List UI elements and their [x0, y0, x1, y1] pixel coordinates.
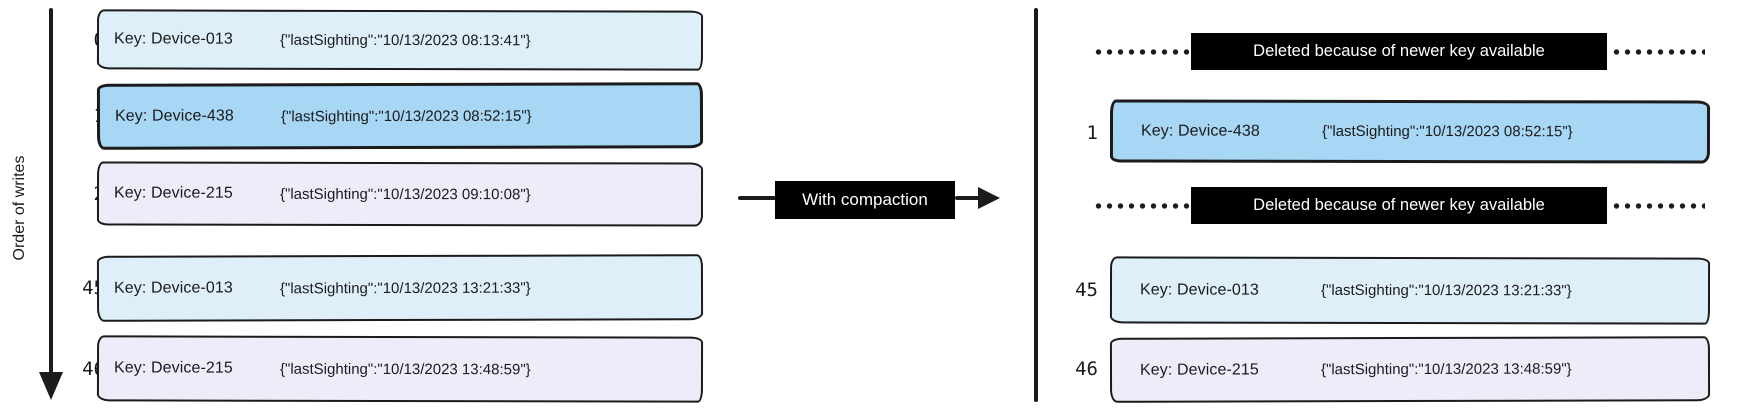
- row-value: {"lastSighting":"10/13/2023 13:48:59"}: [1320, 360, 1572, 379]
- log-row-45: Key: Device-013 {"lastSighting":"10/13/2…: [96, 254, 704, 322]
- row-key: Key: Device-215: [113, 184, 233, 202]
- dotted-line: [1611, 203, 1705, 209]
- with-compaction-label: With compaction: [775, 181, 955, 219]
- row-value: {"lastSighting":"10/13/2023 13:21:33"}: [1320, 281, 1572, 300]
- deleted-annotation: Deleted because of newer key available: [1093, 33, 1705, 70]
- row-key: Key: Device-438: [114, 107, 234, 125]
- row-value: {"lastSighting":"10/13/2023 13:48:59"}: [279, 360, 531, 378]
- deleted-note-label: Deleted because of newer key available: [1191, 33, 1607, 70]
- compacted-row-1: Key: Device-438 {"lastSighting":"10/13/2…: [1109, 99, 1711, 164]
- row-value: {"lastSighting":"10/13/2023 08:13:41"}: [279, 31, 531, 49]
- deleted-annotation: Deleted because of newer key available: [1093, 187, 1705, 224]
- right-row-index-46: 46: [1075, 358, 1098, 380]
- compacted-row-46: Key: Device-215 {"lastSighting":"10/13/2…: [1109, 336, 1711, 403]
- row-key: Key: Device-013: [113, 279, 233, 297]
- log-row-0: Key: Device-013 {"lastSighting":"10/13/2…: [96, 9, 704, 71]
- compaction-arrow-line: [955, 196, 980, 200]
- right-row-index-1: 1: [1086, 122, 1098, 144]
- log-row-1: Key: Device-438 {"lastSighting":"10/13/2…: [96, 82, 704, 150]
- log-row-46: Key: Device-215 {"lastSighting":"10/13/2…: [96, 335, 704, 403]
- compacted-row-45: Key: Device-013 {"lastSighting":"10/13/2…: [1109, 256, 1711, 325]
- row-key: Key: Device-438: [1140, 122, 1260, 140]
- row-value: {"lastSighting":"10/13/2023 13:21:33"}: [279, 279, 531, 297]
- row-key: Key: Device-013: [1139, 280, 1259, 299]
- deleted-note-label: Deleted because of newer key available: [1191, 187, 1607, 224]
- row-value: {"lastSighting":"10/13/2023 08:52:15"}: [1321, 122, 1573, 141]
- dotted-line: [1093, 49, 1194, 55]
- compaction-arrow-line: [738, 196, 776, 200]
- row-value: {"lastSighting":"10/13/2023 09:10:08"}: [279, 185, 531, 203]
- order-of-writes-axis-line: [49, 8, 53, 373]
- order-of-writes-label: Order of writes: [11, 155, 28, 261]
- row-key: Key: Device-215: [113, 359, 233, 377]
- log-row-2: Key: Device-215 {"lastSighting":"10/13/2…: [96, 161, 704, 227]
- dotted-line: [1093, 203, 1194, 209]
- dotted-line: [1611, 49, 1705, 55]
- down-arrowhead-icon: [39, 372, 63, 400]
- right-row-index-45: 45: [1075, 279, 1098, 301]
- compacted-log-axis-line: [1034, 8, 1038, 402]
- row-value: {"lastSighting":"10/13/2023 08:52:15"}: [280, 107, 532, 125]
- row-key: Key: Device-013: [113, 30, 233, 48]
- row-key: Key: Device-215: [1139, 360, 1259, 379]
- right-arrowhead-icon: [978, 187, 1000, 209]
